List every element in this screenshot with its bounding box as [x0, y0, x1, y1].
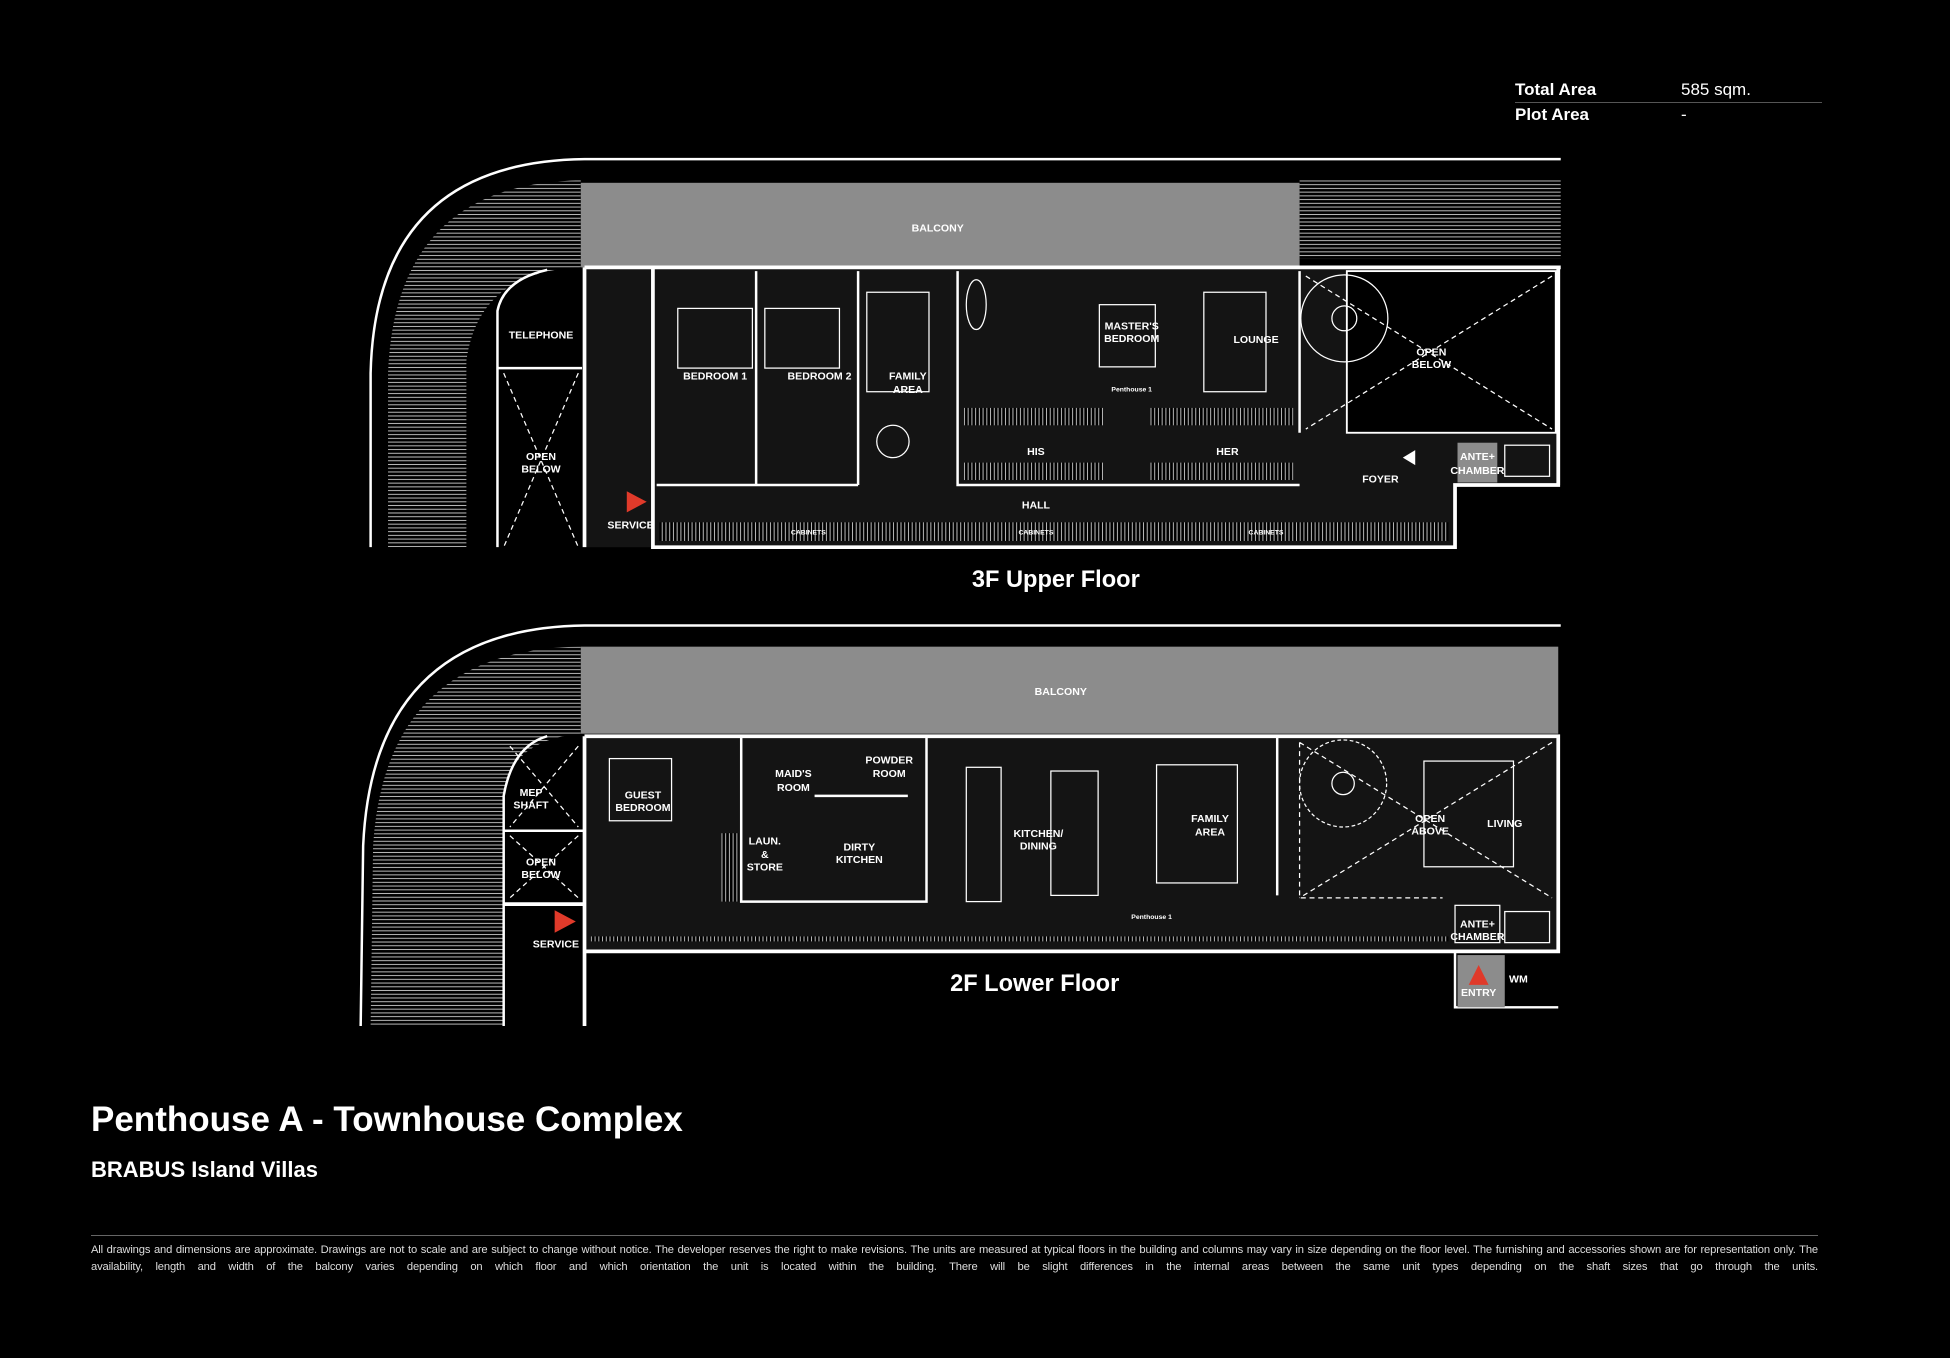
svg-text:MAID'S: MAID'S [775, 768, 812, 780]
svg-text:MEP: MEP [520, 787, 543, 799]
balcony [580, 646, 1559, 734]
svg-text:AREA: AREA [1195, 827, 1225, 839]
svg-text:CHAMBER: CHAMBER [1450, 465, 1504, 477]
service-entry-arrow-icon [626, 491, 647, 513]
svg-text:TELEPHONE: TELEPHONE [509, 329, 574, 341]
svg-text:POWDER: POWDER [865, 755, 913, 767]
svg-text:FOYER: FOYER [1362, 474, 1399, 486]
svg-text:BEDROOM 2: BEDROOM 2 [788, 370, 852, 382]
svg-text:AREA: AREA [893, 384, 923, 396]
total-area-row: Total Area 585 sqm. [1515, 78, 1822, 103]
svg-text:BEDROOM: BEDROOM [615, 802, 670, 814]
lower-floor-plan: BALCONY MEP SHAFT OPEN BELOW GUEST BEDRO… [359, 624, 1561, 1026]
spiral-stair-icon [1300, 274, 1389, 363]
total-area-label: Total Area [1515, 80, 1597, 99]
upper-floor-title: 3F Upper Floor [972, 567, 1140, 593]
plot-area-row: Plot Area - [1515, 103, 1822, 127]
entry-arrow-icon [1468, 965, 1489, 985]
svg-text:Penthouse 1: Penthouse 1 [1111, 387, 1152, 394]
svg-text:WM: WM [1509, 973, 1528, 985]
svg-text:SHAFT: SHAFT [513, 799, 549, 811]
balcony [580, 182, 1300, 268]
upper-floor-plan: BALCONY TELEPHONE OPEN BELOW BEDROOM 1 B… [369, 157, 1561, 593]
svg-text:ROOM: ROOM [873, 768, 906, 780]
svg-text:ROOM: ROOM [777, 782, 810, 794]
svg-text:BELOW: BELOW [1412, 359, 1451, 371]
svg-text:&: & [761, 849, 769, 861]
lower-floor-title: 2F Lower Floor [950, 971, 1119, 997]
svg-text:HER: HER [1216, 446, 1239, 458]
svg-text:SERVICE: SERVICE [607, 520, 653, 532]
svg-text:HALL: HALL [1022, 500, 1051, 512]
svg-text:CABINETS: CABINETS [1249, 530, 1284, 537]
svg-text:BALCONY: BALCONY [912, 222, 964, 234]
svg-text:DINING: DINING [1020, 840, 1057, 852]
disclaimer-text: All drawings and dimensions are approxim… [91, 1244, 1818, 1273]
svg-text:ABOVE: ABOVE [1411, 825, 1449, 837]
svg-text:CABINETS: CABINETS [791, 530, 826, 537]
svg-text:KITCHEN: KITCHEN [836, 854, 883, 866]
svg-text:BELOW: BELOW [521, 464, 560, 476]
spiral-stair-icon [1298, 739, 1388, 828]
svg-text:MASTER'S: MASTER'S [1105, 321, 1159, 333]
svg-text:GUEST: GUEST [625, 789, 662, 801]
svg-text:Penthouse 1: Penthouse 1 [1131, 914, 1172, 921]
page-title: Penthouse A - Townhouse Complex [91, 1100, 683, 1139]
svg-text:LAUN.: LAUN. [749, 835, 781, 847]
svg-text:DIRTY: DIRTY [844, 842, 876, 854]
svg-text:OPEN: OPEN [1416, 347, 1446, 359]
service-entry-arrow-icon [554, 910, 576, 933]
plot-area-label: Plot Area [1515, 105, 1590, 124]
svg-text:BEDROOM 1: BEDROOM 1 [683, 370, 747, 382]
svg-text:FAMILY: FAMILY [889, 370, 927, 382]
page-subtitle: BRABUS Island Villas [91, 1157, 318, 1182]
svg-text:SERVICE: SERVICE [533, 939, 579, 951]
total-area-value: 585 sqm. [1681, 80, 1751, 99]
svg-text:ANTE+: ANTE+ [1460, 451, 1495, 463]
svg-text:CABINETS: CABINETS [1018, 530, 1053, 537]
svg-text:BALCONY: BALCONY [1035, 686, 1087, 698]
svg-text:LOUNGE: LOUNGE [1233, 334, 1278, 346]
svg-text:LIVING: LIVING [1487, 818, 1522, 830]
svg-text:FAMILY: FAMILY [1191, 813, 1229, 825]
svg-text:KITCHEN/: KITCHEN/ [1013, 828, 1063, 840]
svg-text:CHAMBER: CHAMBER [1450, 931, 1504, 943]
svg-text:OPEN: OPEN [526, 451, 556, 463]
terrace-hatch [388, 180, 581, 548]
svg-text:BEDROOM: BEDROOM [1104, 333, 1159, 345]
area-summary: Total Area 585 sqm. Plot Area - [1515, 78, 1822, 127]
svg-text:ENTRY: ENTRY [1461, 987, 1496, 999]
plot-area-value: - [1681, 105, 1687, 124]
svg-text:OPEN: OPEN [1415, 813, 1445, 825]
footer-divider [91, 1235, 1818, 1236]
svg-text:STORE: STORE [747, 862, 783, 874]
svg-text:BELOW: BELOW [521, 869, 560, 881]
svg-text:OPEN: OPEN [526, 857, 556, 869]
svg-text:HIS: HIS [1027, 446, 1045, 458]
svg-text:ANTE+: ANTE+ [1460, 919, 1495, 931]
